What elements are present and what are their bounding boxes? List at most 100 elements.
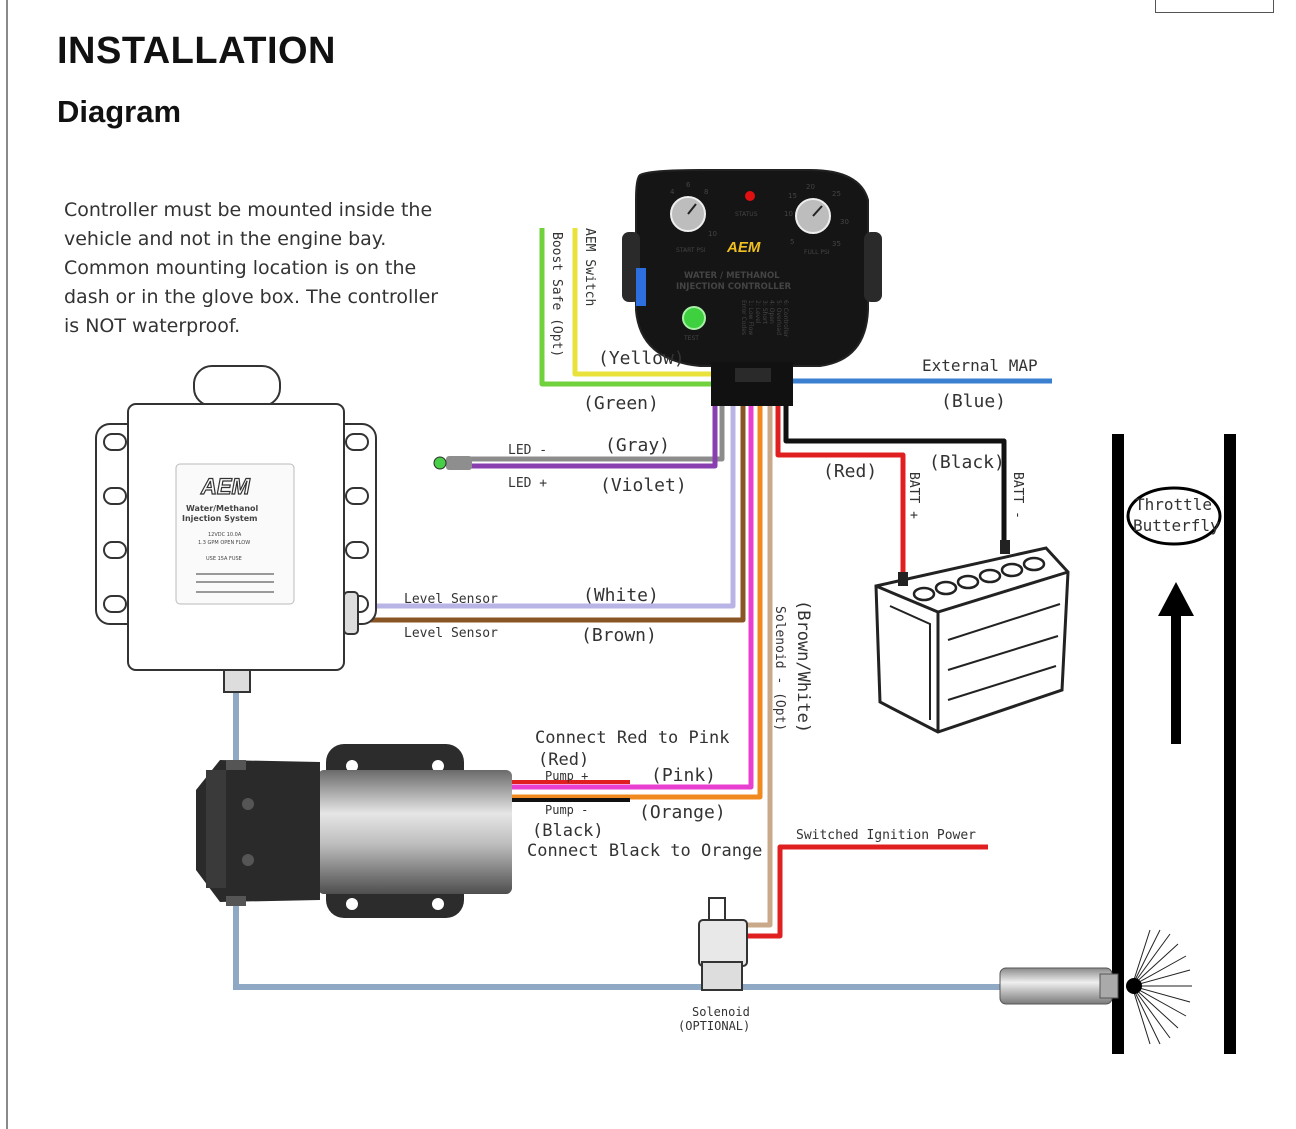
error-code-4: 4: Open: [768, 300, 775, 324]
wire-orange: [512, 404, 763, 800]
controller-unit: 4 6 8 10 5 10 15 20 25 30 35 STATUS STAR…: [622, 169, 882, 406]
label-level-sensor-2: Level Sensor: [404, 626, 498, 641]
controller-title-2: INJECTION CONTROLLER: [676, 282, 792, 292]
full-psi-label: FULL PSI: [804, 249, 830, 256]
wire-white: [365, 404, 736, 609]
status-led: [745, 191, 755, 201]
start-psi-label: START PSI: [676, 247, 706, 254]
note-line-4: dash or in the glove box. The controller: [64, 286, 438, 308]
page-edge-line: [6, 0, 8, 1129]
ld-tick-3: 8: [704, 188, 708, 196]
battery: [874, 540, 1070, 734]
note-line-1: Controller must be mounted inside the: [64, 199, 432, 221]
corner-box: [1155, 0, 1274, 13]
error-code-2: 2: Level: [754, 300, 761, 324]
label-gray: (Gray): [605, 435, 670, 456]
label-white: (White): [583, 585, 659, 606]
tank-spec-2: 1.3 GPM OPEN FLOW: [198, 540, 250, 546]
rd-tick-3: 15: [788, 192, 797, 200]
label-boost-safe: Boost Safe (Opt): [549, 232, 564, 357]
controller-blue-strip: [636, 268, 646, 306]
label-yellow: (Yellow): [598, 348, 685, 369]
label-external-map: External MAP: [922, 356, 1038, 375]
label-pump-red: (Red): [538, 750, 589, 770]
error-code-1: 1: Low Flow: [747, 300, 754, 335]
batt-minus-terminal: [1000, 540, 1010, 554]
tank-title-2: Injection System: [182, 514, 257, 523]
label-brown-white: (Brown/White): [793, 600, 813, 733]
label-batt-minus: BATT -: [1010, 472, 1025, 519]
rd-tick-5: 25: [832, 190, 841, 198]
rd-tick-2: 10: [784, 210, 793, 218]
spray-pattern: [1131, 929, 1192, 1045]
rd-tick-7: 35: [832, 240, 841, 248]
label-solenoid-optional: (OPTIONAL): [678, 1019, 750, 1033]
rd-tick-4: 20: [806, 183, 815, 191]
tank-spec-3: USE 15A FUSE: [206, 556, 242, 562]
tank-cap: [193, 365, 281, 407]
status-label: STATUS: [735, 211, 758, 218]
label-orange: (Orange): [639, 802, 726, 823]
led-indicator: [433, 456, 472, 470]
airflow-arrow-head: [1158, 582, 1194, 616]
label-switched-ignition: Switched Ignition Power: [796, 828, 976, 843]
wire-yellow: [572, 228, 712, 377]
wire-gray: [465, 404, 725, 462]
controller-tab-left: [622, 232, 640, 302]
rd-tick-6: 30: [840, 218, 849, 226]
wire-green: [539, 228, 712, 387]
label-led-minus: LED -: [508, 443, 547, 458]
tank-brand: AEM: [200, 474, 251, 499]
ld-tick-4: 10: [708, 230, 717, 238]
label-connect-red: Connect Red to Pink: [535, 728, 729, 748]
level-sensor-fitting: [343, 591, 359, 635]
wire-brown-white: [745, 404, 773, 928]
label-pump-minus: Pump -: [545, 803, 588, 817]
pump-head: [196, 760, 320, 902]
pump-motor: [318, 770, 512, 894]
error-codes-title: Error Codes: [740, 300, 747, 335]
rd-tick-1: 5: [790, 238, 794, 246]
wiring: [365, 228, 1052, 939]
throttle-butterfly: [1126, 486, 1222, 546]
note-line-3: Common mounting location is on the: [64, 257, 416, 279]
controller-tab-right: [864, 232, 882, 302]
tank-outlet-fitting: [223, 669, 251, 693]
label-red: (Red): [823, 461, 877, 482]
error-code-6: 6: Controller: [782, 300, 789, 338]
label-aem-switch: AEM Switch: [582, 228, 597, 306]
batt-plus-terminal: [898, 572, 908, 586]
ld-tick-2: 6: [686, 181, 691, 189]
hose-pump-nozzle: [233, 905, 1005, 990]
label-black: (Black): [929, 452, 1005, 473]
test-button-graphic: [682, 306, 706, 330]
intake-wall-right: [1224, 434, 1236, 1054]
wire-pink: [512, 404, 754, 790]
tank-spec-1: 12VDC 10.0A: [208, 532, 242, 538]
solenoid-valve: [698, 897, 748, 991]
label-blue: (Blue): [941, 391, 1006, 412]
label-throttle-1: Throttle: [1135, 495, 1212, 514]
label-solenoid: Solenoid: [692, 1005, 750, 1019]
error-code-3: 3: Short: [761, 300, 768, 324]
wire-labels: Boost Safe (Opt) AEM Switch (Yellow) (Gr…: [404, 228, 1220, 1033]
label-green: (Green): [583, 393, 659, 414]
label-solenoid-opt: Solenoid - (Opt): [772, 606, 787, 731]
label-violet: (Violet): [600, 475, 687, 496]
tank-title-1: Water/Methanol: [186, 504, 259, 513]
nozzle: [999, 967, 1113, 1005]
note-line-2: vehicle and not in the engine bay.: [64, 228, 386, 250]
intake-wall-left: [1112, 434, 1124, 1054]
label-connect-black: Connect Black to Orange: [527, 841, 762, 861]
wire-ignition: [745, 844, 988, 939]
label-batt-plus: BATT +: [906, 472, 921, 519]
label-pump-black: (Black): [532, 821, 604, 841]
mounting-note: Controller must be mounted inside the ve…: [64, 199, 438, 337]
ld-tick-1: 4: [670, 188, 675, 196]
label-brown: (Brown): [581, 625, 657, 646]
label-throttle-2: Butterfly: [1133, 516, 1220, 535]
note-line-5: is NOT waterproof.: [64, 315, 240, 337]
wire-violet: [465, 404, 718, 469]
wire-red-batt: [775, 404, 906, 575]
